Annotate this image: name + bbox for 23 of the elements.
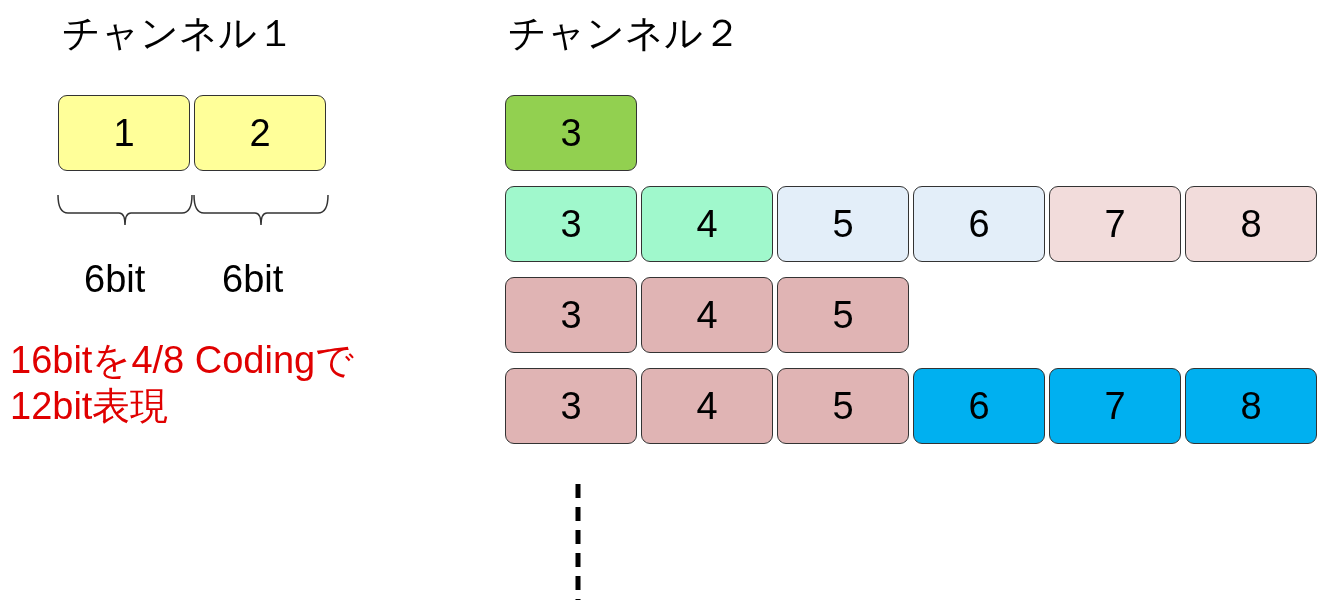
data-block: 4 (641, 186, 773, 262)
data-block: 5 (777, 186, 909, 262)
data-block: 6 (913, 368, 1045, 444)
coding-note: 16bitを4/8 Codingで12bit表現 (10, 338, 356, 429)
data-block: 4 (641, 277, 773, 353)
channel-title: チャンネル２ (508, 11, 741, 56)
data-block: 1 (58, 95, 190, 171)
bit-width-label: 6bit (84, 258, 146, 301)
channel-title: チャンネル１ (62, 11, 295, 56)
data-block: 8 (1185, 186, 1317, 262)
data-block: 8 (1185, 368, 1317, 444)
data-block: 6 (913, 186, 1045, 262)
data-block: 7 (1049, 186, 1181, 262)
data-block: 3 (505, 186, 637, 262)
data-block: 3 (505, 368, 637, 444)
data-block: 3 (505, 277, 637, 353)
bit-width-label: 6bit (222, 258, 284, 301)
data-block: 5 (777, 368, 909, 444)
data-block: 3 (505, 95, 637, 171)
data-block: 5 (777, 277, 909, 353)
data-block: 4 (641, 368, 773, 444)
data-block: 2 (194, 95, 326, 171)
data-block: 7 (1049, 368, 1181, 444)
